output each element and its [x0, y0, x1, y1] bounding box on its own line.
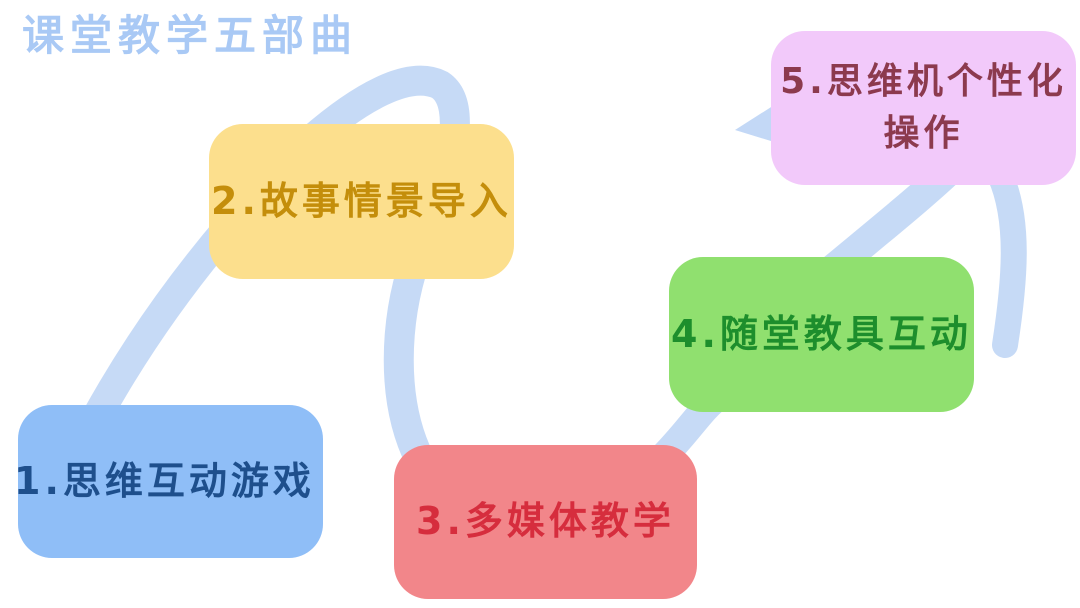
connector-tail — [987, 162, 1027, 358]
step-2-label: 2.故事情景导入 — [211, 178, 512, 223]
step-5-box: 5.思维机个性化 操作 — [771, 31, 1076, 185]
step-3-box: 3.多媒体教学 — [394, 445, 697, 599]
connector-2-3 — [383, 245, 435, 475]
step-4-box: 4.随堂教具互动 — [669, 257, 974, 412]
step-4-label: 4.随堂教具互动 — [671, 311, 972, 356]
step-3-label: 3.多媒体教学 — [416, 499, 675, 544]
step-2-box: 2.故事情景导入 — [209, 124, 514, 279]
step-5-label-line2: 操作 — [883, 113, 964, 154]
step-1-box: 1.思维互动游戏 — [14, 405, 323, 558]
step-1-label: 1.思维互动游戏 — [14, 458, 315, 503]
step-5-label-line1: 5.思维机个性化 — [780, 60, 1067, 102]
step-5-label: 5.思维机个性化 操作 — [780, 56, 1067, 160]
page-title: 课堂教学五部曲 — [22, 11, 359, 60]
